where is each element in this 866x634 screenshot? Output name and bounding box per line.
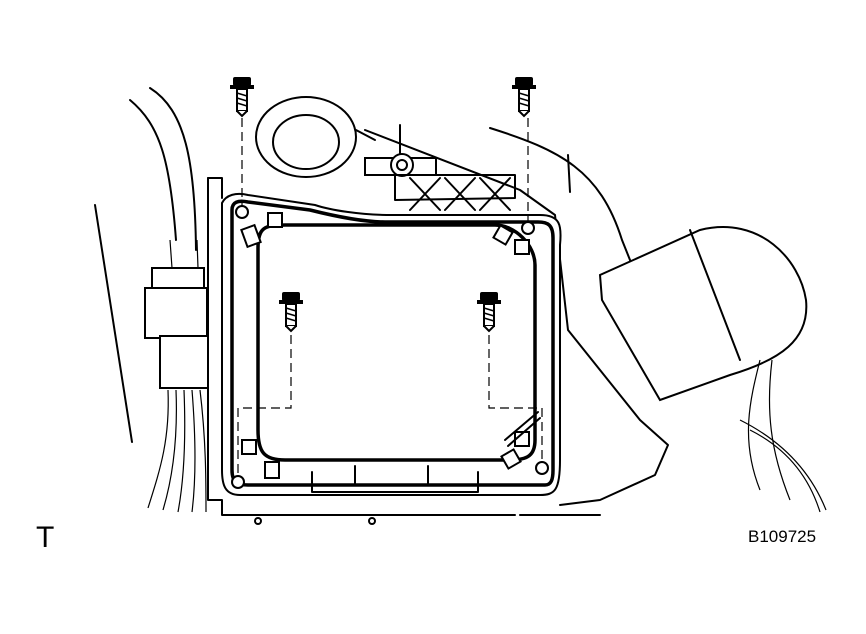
bolt-top-left	[229, 76, 255, 117]
clip-mount	[364, 124, 437, 177]
right-body-panel	[364, 127, 827, 513]
wire-harness-connector	[144, 267, 209, 513]
mounting-holes	[231, 205, 549, 489]
sensor-module	[221, 192, 562, 496]
bolt-top-right	[511, 76, 537, 117]
left-body-panel	[94, 87, 199, 443]
mounting-bracket-outline	[207, 177, 601, 525]
duct-ring	[255, 96, 376, 178]
cross-brace	[394, 174, 516, 211]
alignment-lines	[237, 118, 543, 476]
view-letter: T	[36, 521, 55, 554]
figure-code: B109725	[748, 527, 817, 546]
